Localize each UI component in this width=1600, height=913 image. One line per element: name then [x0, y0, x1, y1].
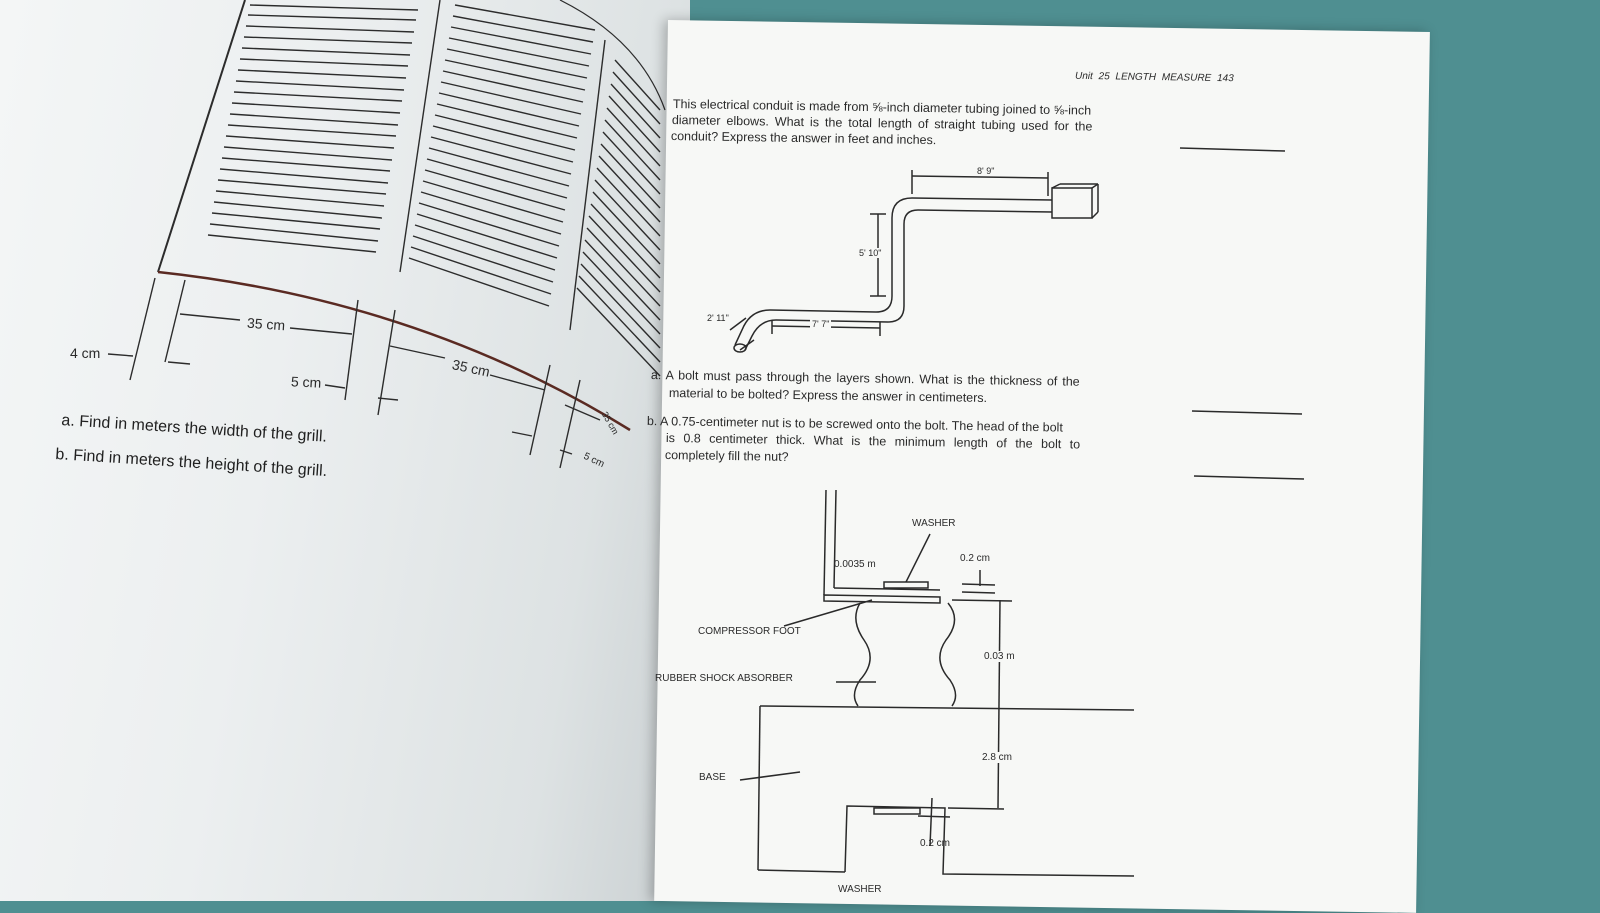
label-0-03-m: 0.03 m: [982, 651, 1017, 662]
label-compressor-foot: COMPRESSOR FOOT: [698, 626, 801, 637]
dim-2-11: 2' 11": [707, 313, 729, 323]
dim-7-7: 7' 7": [810, 319, 832, 329]
label-0-2-cm-bottom: 0.2 cm: [920, 838, 951, 849]
label-0-0035-m: 0.0035 m: [834, 559, 876, 570]
label-2-8-cm: 2.8 cm: [980, 752, 1015, 763]
left-page: 35 cm 35 cm 35 cm 4 cm 5 cm 5 cm a. Find…: [0, 0, 690, 901]
dim-4cm: 4 cm: [70, 345, 101, 361]
label-rubber-shock-absorber: RUBBER SHOCK ABSORBER: [655, 673, 793, 684]
label-washer-top: WASHER: [912, 518, 956, 529]
grill-diagram: [107, 0, 666, 469]
label-base: BASE: [699, 772, 726, 783]
label-washer-bottom: WASHER: [838, 884, 882, 895]
label-0-2-cm-top: 0.2 cm: [960, 553, 991, 564]
dim-8-9: 8' 9": [975, 166, 997, 176]
bolt-question-b-line-3: completely fill the nut?: [664, 448, 789, 464]
dim-5-10: 5' 10": [857, 248, 884, 258]
